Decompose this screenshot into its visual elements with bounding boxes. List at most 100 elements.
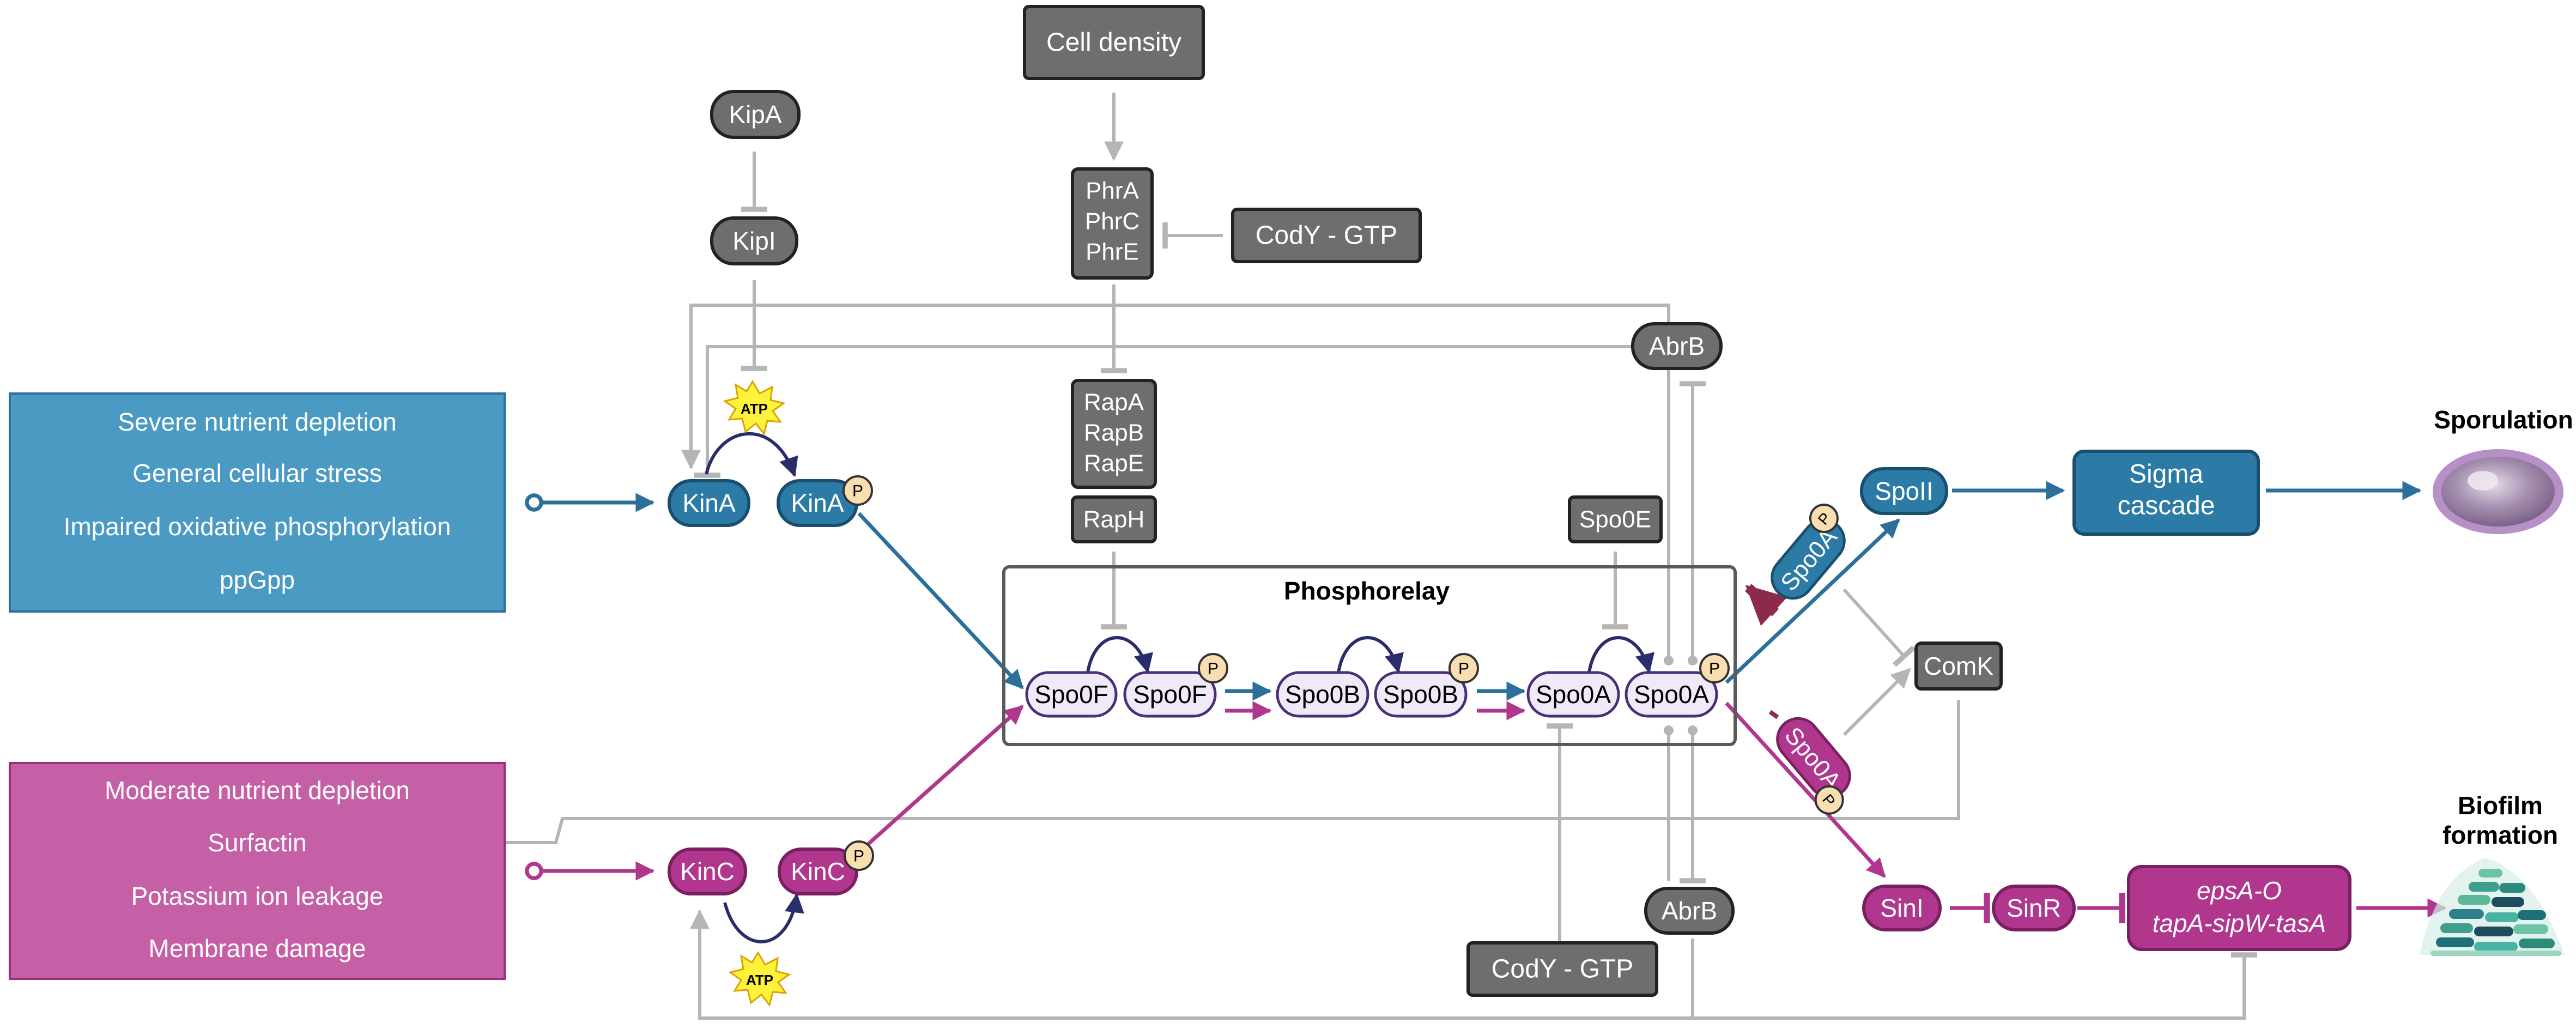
node-abrb-bottom-label: AbrB (1662, 897, 1717, 925)
node-kina-phosphorylated: KinA P (777, 475, 873, 527)
node-spo0f: Spo0F (1025, 671, 1118, 718)
node-kipa: KipA (710, 90, 801, 139)
edge-kina-to-spo0f (857, 512, 1024, 689)
node-eps-label: epsA-O (2197, 876, 2282, 905)
node-spo0a-label: Spo0A (1536, 680, 1611, 709)
atp-burst-icon: ATP (723, 380, 786, 436)
node-cody-gtp-top-label: CodY - GTP (1256, 221, 1398, 250)
node-sigma-cascade-label-2: cascade (2118, 492, 2215, 520)
node-tapa-label: tapA-sipW-tasA (2153, 909, 2326, 937)
edge-spo0a-to-kina-loop (681, 304, 1670, 659)
junction-dot (1664, 656, 1674, 665)
edge-abrb-inhibits-kina (694, 345, 1633, 478)
node-cody-gtp-top: CodY - GTP (1231, 208, 1422, 263)
node-kinc-label: KinC (680, 857, 735, 886)
connectors (340, 93, 2447, 1020)
node-cell-density-label: Cell density (1046, 28, 1181, 57)
stimulus-severe-nutrient-depletion: Severe nutrient depletion (118, 408, 396, 436)
node-kina-phosphorylated-label: KinA (791, 489, 844, 517)
node-sigma-cascade: Sigma cascade (2072, 450, 2260, 536)
phosphorelay-title: Phosphorelay (1284, 577, 1450, 605)
node-spo0a: Spo0A (1526, 671, 1620, 718)
node-spo0a-phosphorylated-label: Spo0A (1634, 680, 1709, 709)
node-raph-label: RapH (1083, 506, 1145, 533)
node-kipi: KipI (710, 216, 798, 265)
node-phrc-label: PhrC (1085, 208, 1139, 235)
node-rapa-label: RapA (1084, 389, 1144, 416)
node-eps-tapa-operons: epsA-O tapA-sipW-tasA (2127, 865, 2351, 951)
phosphotransfer-arrow-spo0f (1086, 636, 1153, 674)
high-level-arrow (1744, 584, 1788, 626)
phosphate-badge: P (1198, 653, 1228, 683)
node-kipa-label: KipA (729, 100, 781, 129)
phosphate-badge: P (844, 840, 874, 871)
atp-label-bottom: ATP (746, 972, 773, 988)
stimulus-ppgpp: ppGpp (220, 566, 295, 594)
junction-dot (1688, 725, 1698, 735)
stimulus-potassium-ion-leakage: Potassium ion leakage (131, 882, 384, 910)
node-spo0b-phosphorylated-label: Spo0B (1383, 680, 1458, 709)
node-sinr-label: SinR (2007, 894, 2061, 922)
node-spoii: SpoII (1860, 467, 1948, 515)
phosphate-badge: P (1699, 653, 1730, 683)
node-phre-label: PhrE (1086, 239, 1139, 265)
phosphate-badge-label: P (852, 482, 863, 500)
phosphate-badge-label: P (1208, 660, 1219, 678)
edge-spo0a-low-activates-comk (1842, 668, 1911, 736)
stimulus-moderate-nutrient-depletion: Moderate nutrient depletion (105, 776, 410, 804)
edge-spo0a-to-spoii (1725, 518, 1900, 684)
phosphate-badge-label: P (1709, 660, 1720, 678)
node-cody-gtp-bottom-label: CodY - GTP (1492, 955, 1634, 984)
node-kinc-phosphorylated-label: KinC (791, 857, 845, 886)
node-abrb-top-label: AbrB (1649, 332, 1705, 360)
stimuli-box-sporulation: Severe nutrient depletion General cellul… (9, 392, 506, 613)
node-kina: KinA (668, 479, 750, 527)
stimuli-box-background (9, 762, 506, 980)
node-abrb-top: AbrB (1631, 322, 1723, 370)
node-cell-density: Cell density (1023, 5, 1205, 80)
phosphate-badge-label: P (1458, 660, 1469, 678)
node-spo0e: Spo0E (1568, 495, 1663, 543)
node-kinc: KinC (668, 848, 747, 895)
node-rapb-label: RapB (1084, 420, 1144, 446)
node-raph: RapH (1071, 495, 1157, 543)
edge-spo0a-to-sini (1725, 701, 1886, 878)
node-spo0f-label: Spo0F (1034, 680, 1108, 709)
phosphorelay-frame (1002, 565, 1737, 746)
phosphate-badge: P (1809, 504, 1839, 534)
biofilm-label-2: formation (2442, 821, 2558, 849)
spore-icon (2433, 449, 2563, 534)
junction-dot (1688, 656, 1698, 665)
low-level-arrow (1768, 710, 1779, 719)
edge-abrb-inhibits-eps (1691, 939, 2257, 1020)
stimulus-impaired-oxidative-phosphorylation: Impaired oxidative phosphorylation (64, 512, 451, 541)
node-phra-label: PhrA (1086, 178, 1139, 204)
biofilm-label-1: Biofilm (2458, 791, 2543, 820)
atp-label-top: ATP (741, 401, 768, 417)
phosphorelay-box: Phosphorelay (1002, 565, 1737, 746)
phosphate-badge: P (1814, 785, 1844, 815)
node-comk-label: ComK (1924, 652, 1993, 680)
stimuli-box-biofilm: Moderate nutrient depletion Surfactin Po… (9, 762, 506, 980)
biofilm-icon (2420, 858, 2565, 956)
phosphotransfer-arrow-kinc (723, 893, 804, 943)
node-rap: RapA RapB RapE (1071, 379, 1157, 489)
junction-dot (1664, 725, 1674, 735)
node-spo0e-label: Spo0E (1579, 506, 1651, 533)
node-sigma-cascade-label-1: Sigma (2129, 460, 2203, 489)
node-kina-label: KinA (682, 489, 735, 517)
phosphate-badge-label: P (853, 848, 864, 865)
node-kinc-phosphorylated: KinC P (778, 840, 874, 895)
node-spo0b-label: Spo0B (1285, 680, 1360, 709)
phosphate-badge: P (842, 475, 873, 506)
node-abrb-bottom: AbrB (1644, 887, 1735, 935)
node-spo0f-phosphorylated: Spo0F P (1123, 653, 1228, 718)
node-spo0b-phosphorylated: Spo0B P (1374, 653, 1479, 718)
node-comk: ComK (1914, 641, 2003, 691)
node-spo0b: Spo0B (1276, 671, 1369, 718)
phosphotransfer-arrow-spo0b (1337, 636, 1404, 674)
edge-spo0a-high-inhibits-comk (1842, 588, 1916, 667)
edge-kinc-to-spo0f (857, 705, 1024, 854)
node-cody-gtp-bottom: CodY - GTP (1466, 941, 1658, 997)
